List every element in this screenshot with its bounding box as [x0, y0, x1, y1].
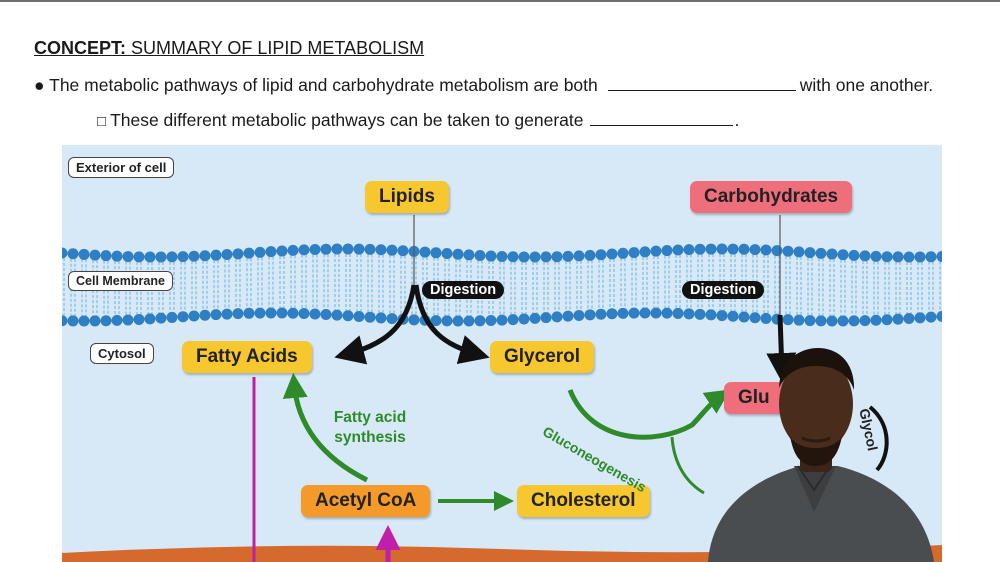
digestion-label-carbohydrates: Digestion	[682, 281, 765, 299]
acetyl-coa-node: Acetyl CoA	[301, 485, 431, 517]
digestion-arrow-glucose	[766, 314, 797, 383]
cholesterol-node: Cholesterol	[517, 485, 650, 517]
checkbox-bullet-icon: □	[97, 113, 107, 130]
digestion-arrow-fatty-acids	[334, 284, 417, 365]
fatty-acid-synthesis-label: Fatty acid synthesis	[333, 409, 407, 446]
glycolysis-arrow	[868, 405, 889, 472]
sub-bullet-period: .	[734, 110, 740, 130]
presenter-video	[708, 348, 934, 562]
bullet-marker: ●	[34, 75, 45, 95]
glycerol-node: Glycerol	[490, 341, 595, 373]
exterior-of-cell-label: Exterior of cell	[68, 157, 175, 178]
lipids-node: Lipids	[365, 181, 449, 213]
bullet-point: ● The metabolic pathways of lipid and ca…	[34, 75, 933, 96]
cell-membrane-label: Cell Membrane	[68, 271, 173, 291]
fatty-acid-synthesis-arrow	[282, 373, 369, 483]
cytosol-label: Cytosol	[90, 343, 154, 364]
fill-in-blank-1	[607, 75, 796, 91]
digestion-label-lipids: Digestion	[422, 281, 505, 299]
page-title: CONCEPT: SUMMARY OF LIPID METABOLISM	[34, 38, 425, 58]
presenter-figure	[708, 348, 934, 562]
bullet-text-end: with one another.	[799, 75, 934, 95]
carbohydrates-node: Carbohydrates	[690, 181, 853, 213]
lipid-metabolism-diagram: Exterior of cell Cell Membrane Cytosol L…	[62, 145, 942, 562]
top-divider	[0, 0, 1000, 2]
sub-bullet-text: These different metabolic pathways can b…	[110, 110, 584, 130]
gluconeogenesis-arrow	[567, 389, 731, 440]
gluconeogenesis-branch	[670, 436, 705, 495]
fill-in-blank-2	[589, 110, 733, 126]
digestion-arrow-glycerol	[413, 284, 490, 365]
fatty-acids-node: Fatty Acids	[182, 341, 312, 373]
sub-bullet-point: □These different metabolic pathways can …	[97, 110, 739, 131]
bullet-text-start: The metabolic pathways of lipid and carb…	[49, 75, 598, 95]
